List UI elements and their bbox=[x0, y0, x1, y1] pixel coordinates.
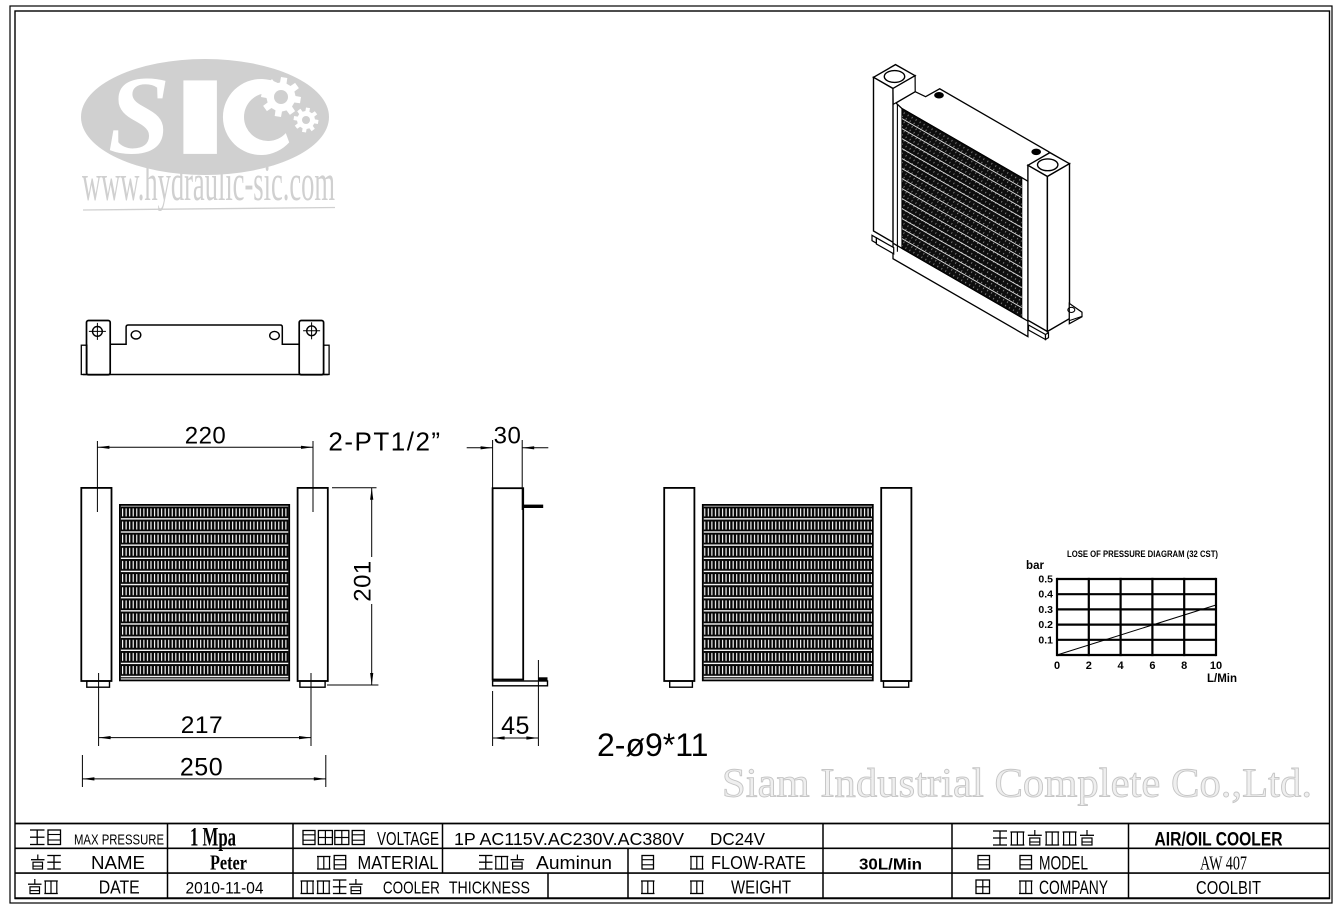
svg-text:Auminun: Auminun bbox=[536, 853, 612, 873]
svg-text:1 Mpa: 1 Mpa bbox=[190, 823, 236, 852]
svg-text:MODEL: MODEL bbox=[1039, 854, 1088, 875]
svg-text:4: 4 bbox=[1118, 660, 1125, 672]
svg-text:45: 45 bbox=[501, 712, 530, 740]
svg-text:2010-11-04: 2010-11-04 bbox=[186, 879, 264, 898]
svg-text:0.4: 0.4 bbox=[1038, 589, 1053, 601]
svg-text:COOLER: COOLER bbox=[383, 878, 440, 898]
svg-text:Peter: Peter bbox=[210, 851, 247, 875]
svg-text:DATE: DATE bbox=[99, 878, 140, 898]
svg-text:bar: bar bbox=[1026, 560, 1044, 572]
svg-text:L/Min: L/Min bbox=[1207, 673, 1237, 685]
svg-text:30L/Min: 30L/Min bbox=[859, 857, 922, 874]
svg-text:DC24V: DC24V bbox=[710, 829, 765, 849]
svg-text:COOLBIT: COOLBIT bbox=[1196, 877, 1261, 898]
svg-text:0: 0 bbox=[1054, 660, 1060, 672]
svg-text:AIR/OIL COOLER: AIR/OIL COOLER bbox=[1155, 829, 1283, 851]
svg-text:10: 10 bbox=[1210, 660, 1222, 672]
svg-text:2-PT1/2”: 2-PT1/2” bbox=[328, 427, 441, 457]
svg-text:MAX PRESSURE: MAX PRESSURE bbox=[74, 832, 164, 849]
svg-text:www.hydraulic-sic.com: www.hydraulic-sic.com bbox=[82, 155, 335, 212]
svg-text:AW 407: AW 407 bbox=[1200, 854, 1247, 875]
svg-text:0.3: 0.3 bbox=[1038, 604, 1053, 616]
svg-text:6: 6 bbox=[1149, 660, 1155, 672]
svg-text:8: 8 bbox=[1181, 660, 1187, 672]
svg-text:2-ø9*11: 2-ø9*11 bbox=[597, 727, 708, 763]
svg-text:2: 2 bbox=[1086, 660, 1092, 672]
svg-text:THICKNESS: THICKNESS bbox=[449, 878, 530, 898]
svg-text:1P AC115V.AC230V.AC380V: 1P AC115V.AC230V.AC380V bbox=[454, 829, 684, 849]
svg-text:217: 217 bbox=[181, 712, 223, 739]
svg-text:30: 30 bbox=[494, 423, 522, 450]
svg-text:0.2: 0.2 bbox=[1038, 619, 1053, 631]
svg-text:NAME: NAME bbox=[91, 853, 145, 873]
svg-text:250: 250 bbox=[180, 754, 223, 782]
svg-text:201: 201 bbox=[350, 560, 377, 602]
svg-text:WEIGHT: WEIGHT bbox=[731, 878, 791, 898]
svg-text:MATERIAL: MATERIAL bbox=[358, 852, 439, 873]
svg-text:COMPANY: COMPANY bbox=[1039, 878, 1108, 899]
svg-text:0.1: 0.1 bbox=[1038, 634, 1053, 646]
svg-text:Siam Industrial Complete Co.,L: Siam Industrial Complete Co.,Ltd. bbox=[722, 760, 1312, 806]
svg-text:VOLTAGE: VOLTAGE bbox=[377, 829, 439, 849]
svg-text:FLOW-RATE: FLOW-RATE bbox=[711, 853, 806, 873]
svg-text:220: 220 bbox=[185, 423, 227, 450]
svg-text:S: S bbox=[108, 54, 170, 178]
svg-text:LOSE OF PRESSURE DIAGRAM (32 C: LOSE OF PRESSURE DIAGRAM (32 CST) bbox=[1067, 549, 1218, 559]
svg-text:0.5: 0.5 bbox=[1038, 574, 1053, 586]
